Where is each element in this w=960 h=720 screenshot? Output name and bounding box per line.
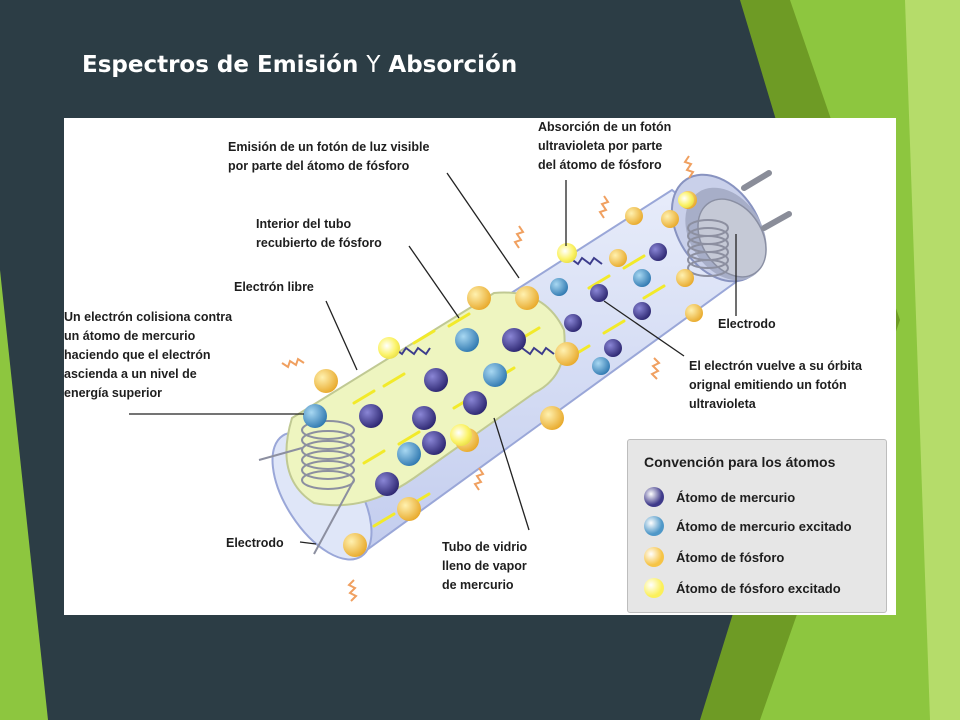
electrode-coil-left (258, 420, 355, 555)
label-electrode-left: Electrodo (226, 536, 284, 550)
excited-phosphor-atom-icon (644, 578, 664, 598)
title-text-1: Espectros de Emisión (82, 52, 359, 78)
mercury-atoms (359, 243, 667, 496)
phosphor-atom-icon (644, 547, 664, 567)
legend-item-phosphor: Átomo de fósforo (644, 546, 784, 568)
legend-item-mercury: Átomo de mercurio (644, 486, 795, 508)
green-band-left (0, 270, 48, 720)
label-glass-tube: Tubo de vidrio lleno de vapor de mercuri… (442, 540, 528, 592)
label-free-electron: Electrón libre (234, 280, 314, 294)
excited-mercury-atoms (303, 269, 651, 466)
uv-photon-arrows (393, 256, 603, 356)
electrode-coil-right (687, 219, 729, 277)
label-emission: Emisión de un fotón de luz visible por p… (228, 140, 430, 173)
label-electrode-right: Electrodo (718, 317, 776, 331)
title-text-3: Absorción (388, 52, 518, 78)
excited-mercury-atom-icon (644, 516, 664, 536)
atom-legend: Convención para los átomos Átomo de merc… (627, 439, 887, 613)
label-electron-collision: Un electrón colisiona contra un átomo de… (64, 310, 233, 400)
photon-arrows (281, 155, 695, 602)
green-band-light (905, 0, 960, 720)
diagram-artwork (129, 155, 792, 602)
legend-title: Convención para los átomos (644, 454, 836, 470)
legend-item-excited-mercury: Átomo de mercurio excitado (644, 515, 852, 537)
label-absorption: Absorción de un fotón ultravioleta por p… (538, 120, 672, 172)
green-band-mid (760, 0, 960, 720)
leader-lines (129, 172, 737, 545)
label-electron-return: El electrón vuelve a su órbita orignal e… (689, 359, 862, 411)
phosphor-coated-interior (285, 291, 566, 507)
excited-phosphor-atoms (378, 192, 694, 446)
mercury-atom-icon (644, 487, 664, 507)
slide-title: Espectros de Emisión Y Absorción (82, 52, 517, 78)
fluorescent-tube-diagram: Emisión de un fotón de luz visible por p… (64, 118, 896, 615)
electrode-pins (741, 170, 792, 231)
legend-item-excited-phosphor: Átomo de fósforo excitado (644, 577, 841, 599)
label-tube-interior: Interior del tubo recubierto de fósforo (256, 217, 382, 250)
title-text-2: Y (366, 52, 381, 78)
